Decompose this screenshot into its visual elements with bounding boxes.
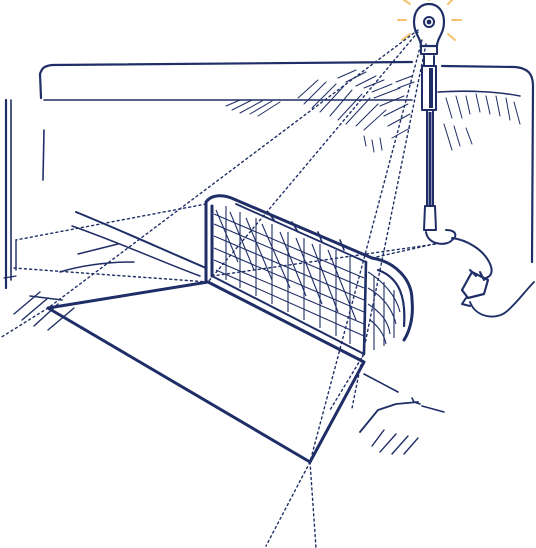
- plug-icon: [462, 270, 488, 306]
- rink-lines: [14, 212, 444, 454]
- wall-hatching: [226, 70, 520, 152]
- goal-frame: [206, 196, 412, 354]
- goal-crease: [48, 282, 364, 462]
- back-wall: [4, 62, 533, 288]
- light-bulb-icon: [414, 4, 444, 46]
